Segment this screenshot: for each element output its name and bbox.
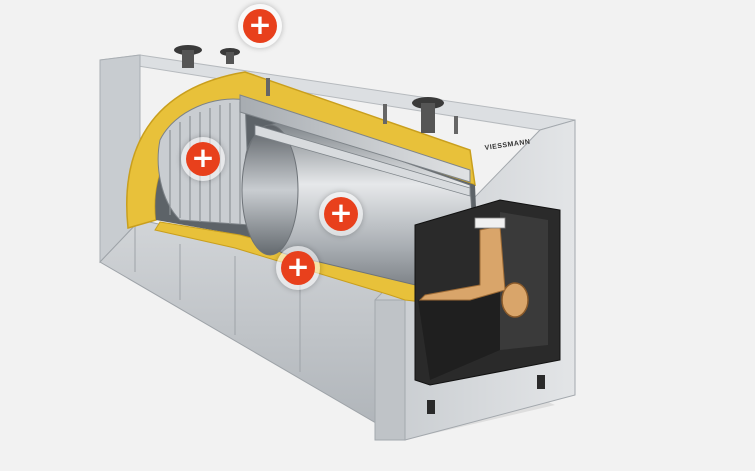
hotspot-turning-chamber[interactable]: +: [181, 137, 225, 181]
plus-icon: +: [191, 141, 215, 174]
hotspot-flame-tube[interactable]: +: [319, 192, 363, 236]
plus-icon: +: [329, 196, 353, 229]
hotspot-dot: [281, 251, 315, 285]
plus-icon: +: [286, 250, 310, 283]
plus-icon: +: [248, 8, 272, 41]
hotspot-dot: [324, 197, 358, 231]
hotspot-top-nozzle[interactable]: +: [238, 4, 282, 48]
hotspot-insulation[interactable]: +: [276, 246, 320, 290]
flue-nozzles: [174, 45, 458, 134]
hotspot-dot: [243, 9, 277, 43]
hotspot-dot: [186, 142, 220, 176]
